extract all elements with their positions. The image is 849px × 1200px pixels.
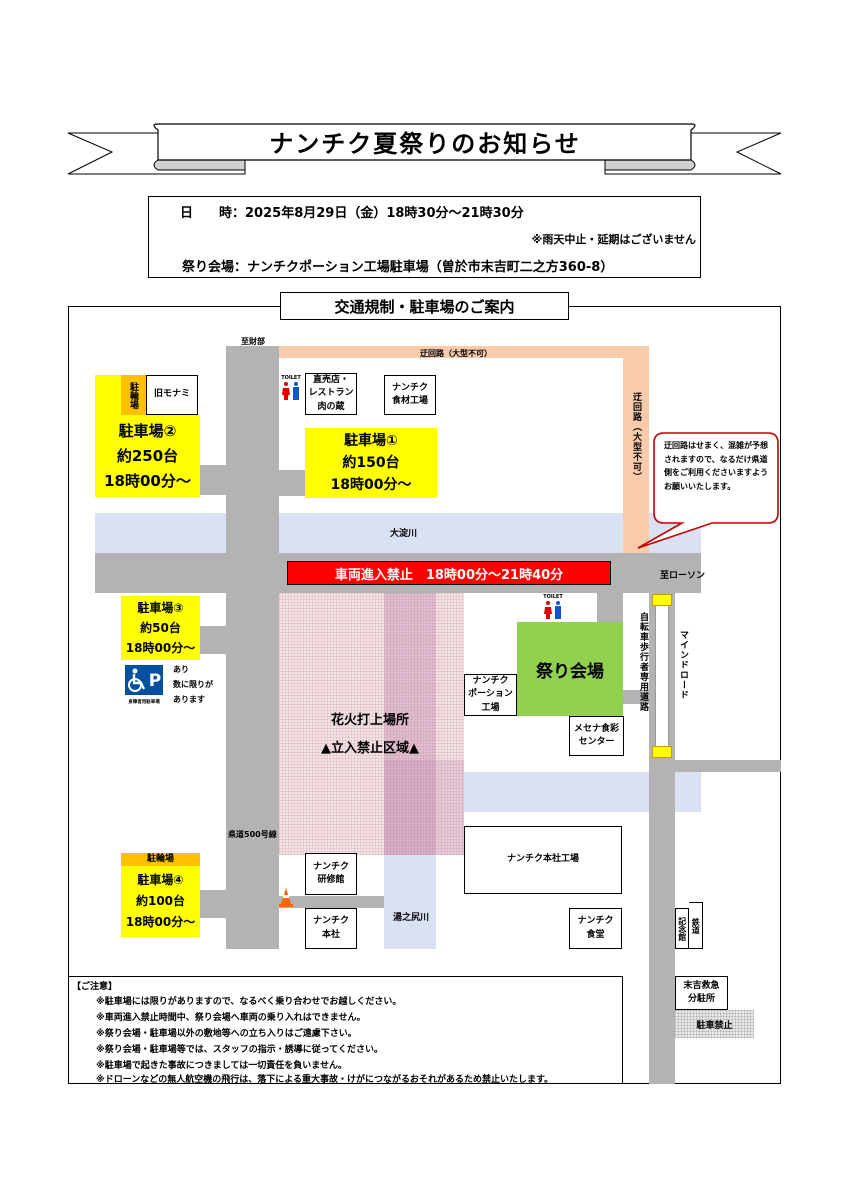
parking-4-time: 18時00分～ xyxy=(125,915,196,929)
bike-parking-1: 駐輪場 xyxy=(121,375,146,415)
venue-label-map: 祭り会場 xyxy=(536,661,604,682)
toilet-icon: TOILET xyxy=(543,594,563,622)
road-west-mid xyxy=(200,626,226,654)
no-parking-label: 駐車禁止 xyxy=(696,1020,733,1031)
no-parking-area: 駐車禁止 xyxy=(675,1010,754,1038)
toilet-label-2: TOILET xyxy=(543,594,563,600)
parking-1: 駐車場① 約150台 18時00分～ xyxy=(305,428,437,498)
toilet-label-1: TOILET xyxy=(281,375,301,381)
no-entry-banner: 車両進入禁止 18時00分～21時40分 xyxy=(287,561,611,585)
detour-top xyxy=(279,346,649,358)
to-zaibu-label: 至財部 xyxy=(241,337,265,346)
restricted-strip-v xyxy=(384,593,436,855)
bldg-chokubaiten: 直売店・ レストラン 肉の蔵 xyxy=(305,373,357,415)
parking-4: 駐車場④ 約100台 18時00分～ xyxy=(121,866,200,937)
info-box xyxy=(148,196,701,278)
no-entry-text: 車両進入禁止 18時00分～21時40分 xyxy=(334,567,564,583)
toilet-icon: TOILET xyxy=(281,375,301,403)
road-west-top xyxy=(200,465,226,495)
parking-1-name: 駐車場① xyxy=(344,433,398,449)
river-oyodo-label: 大淀川 xyxy=(390,529,418,539)
road-west-low xyxy=(200,890,226,918)
bike-parking-4: 駐輪場 xyxy=(121,853,200,866)
parking-2-capacity: 約250台 xyxy=(116,447,179,465)
road-lower-east xyxy=(675,760,781,772)
page-title: ナンチク夏祭りのお知らせ xyxy=(269,129,581,158)
route500-label: 県道500号線 xyxy=(228,830,277,839)
notes-item: ※祭り会場・駐車場等では、スタッフの指示・誘導に従ってください。 xyxy=(96,1045,384,1055)
parking-3-time: 18時00分～ xyxy=(125,641,196,655)
title-ribbon xyxy=(67,123,782,175)
bldg-kyu-monami: 旧モナミ xyxy=(146,375,198,415)
parking-3-capacity: 約50台 xyxy=(140,621,181,635)
svg-text:P: P xyxy=(149,671,161,691)
parking-4-name: 駐車場④ xyxy=(137,873,184,887)
bldg-kenshukan: ナンチク 研修館 xyxy=(305,853,357,895)
bldg-tetsudo: 鉄道 xyxy=(689,902,703,949)
traffic-cone-icon xyxy=(279,888,293,907)
bldg-honsha: ナンチク 本社 xyxy=(305,908,357,949)
callout-text: 迂回路はせまく、混雑が予想されますので、なるだけ県道側をご利用くださいますようお… xyxy=(664,441,768,491)
river-oyodo xyxy=(95,513,701,553)
notes-box xyxy=(68,976,623,1084)
parking-4-capacity: 約100台 xyxy=(135,894,186,908)
road-south-spur xyxy=(279,896,384,908)
bldg-shokudo: ナンチク 食堂 xyxy=(569,908,622,949)
bldg-portion: ナンチク ポーション 工場 xyxy=(464,674,517,716)
accessible-caption: 身障者用駐車場 xyxy=(128,700,160,705)
restricted-strip-h xyxy=(384,760,464,855)
accessible-parking-sign: P 身障者用駐車場 xyxy=(125,665,163,705)
parking-1-capacity: 約150台 xyxy=(342,455,400,471)
fireworks-label: 花火打上場所 xyxy=(330,713,409,728)
river-yunoshiri-label: 湯之尻川 xyxy=(393,913,430,923)
bike-lane-label: 自転車歩行者専用道路 xyxy=(638,612,648,712)
detour-side-label: 迂回路（大型不可） xyxy=(631,392,641,482)
rain-note: ※雨天中止・延期はございません xyxy=(531,233,696,246)
bldg-kyukyu: 末吉救急 分駐所 xyxy=(675,976,728,1010)
fireworks-area xyxy=(279,593,464,855)
date-label: 日 時： xyxy=(180,206,246,221)
road-venue-a xyxy=(597,593,623,623)
notes-heading: 【ご注意】 xyxy=(72,982,118,992)
bldg-shokuzai: ナンチク 食材工場 xyxy=(384,375,436,415)
parking-2: 駐車場② 約250台 18時00分～ xyxy=(95,415,200,497)
bike-lane xyxy=(655,594,669,758)
parking-3: 駐車場③ 約50台 18時00分～ xyxy=(121,596,200,660)
venue-area: 祭り会場 xyxy=(517,622,623,716)
callout-shape xyxy=(637,432,779,549)
bike-barrier-top xyxy=(652,594,672,606)
mind-road-label: マインドロード xyxy=(678,630,688,700)
venue-label: 祭り会場： xyxy=(182,260,248,275)
parking-3-name: 駐車場③ xyxy=(137,601,184,615)
bldg-honsha-kojo: ナンチク本社工場 xyxy=(464,826,622,894)
parking-2-name: 駐車場② xyxy=(118,422,177,440)
notes-item: ※ドローンなどの無人航空機の飛行は、落下による重大事故・けがにつながるおそれがあ… xyxy=(96,1075,554,1085)
bldg-kinenkan: 記念館 xyxy=(675,908,689,949)
road-to-p1 xyxy=(279,470,307,496)
wheelchair-icon: P xyxy=(125,665,163,695)
parking-2 xyxy=(95,375,121,415)
date-value: 2025年8月29日（金）18時30分～21時30分 xyxy=(245,206,524,221)
date-line: 日 時：2025年8月29日（金）18時30分～21時30分 xyxy=(180,202,524,221)
notes-item: ※駐車場で起きた事故につきましては一切責任を負いません。 xyxy=(96,1061,348,1071)
notes-item: ※祭り会場・駐車場以外の敷地等への立ち入りはご遠慮下さい。 xyxy=(96,1029,357,1039)
bldg-mecena: メセナ食彩 センター xyxy=(569,716,624,756)
to-lawson-label: 至ローソン xyxy=(660,571,706,581)
bike-barrier-bottom xyxy=(652,746,672,758)
restricted-label: ▲立入禁止区域▲ xyxy=(321,741,419,756)
road-venue-b xyxy=(623,690,649,704)
venue-line: 祭り会場：ナンチクポーション工場駐車場（曽於市末吉町二之方360-8） xyxy=(182,256,613,275)
venue-value: ナンチクポーション工場駐車場（曽於市末吉町二之方360-8） xyxy=(247,260,614,275)
notes-item: ※車両進入禁止時間中、祭り会場へ車両の乗り入れはできません。 xyxy=(96,1013,366,1023)
road-route500 xyxy=(226,346,279,949)
detour-right xyxy=(623,346,649,553)
detour-top-label: 迂回路（大型不可） xyxy=(420,349,492,358)
parking-1-time: 18時00分～ xyxy=(330,477,412,493)
notes-item: ※駐車場には限りがありますので、なるべく乗り合わせでお越しください。 xyxy=(96,997,402,1007)
river-yunoshiri xyxy=(384,855,436,949)
accessible-note: あり 数に限りが あります xyxy=(173,665,213,704)
map-heading: 交通規制・駐車場のご案内 xyxy=(280,292,569,320)
parking-2-time: 18時00分～ xyxy=(104,472,191,490)
